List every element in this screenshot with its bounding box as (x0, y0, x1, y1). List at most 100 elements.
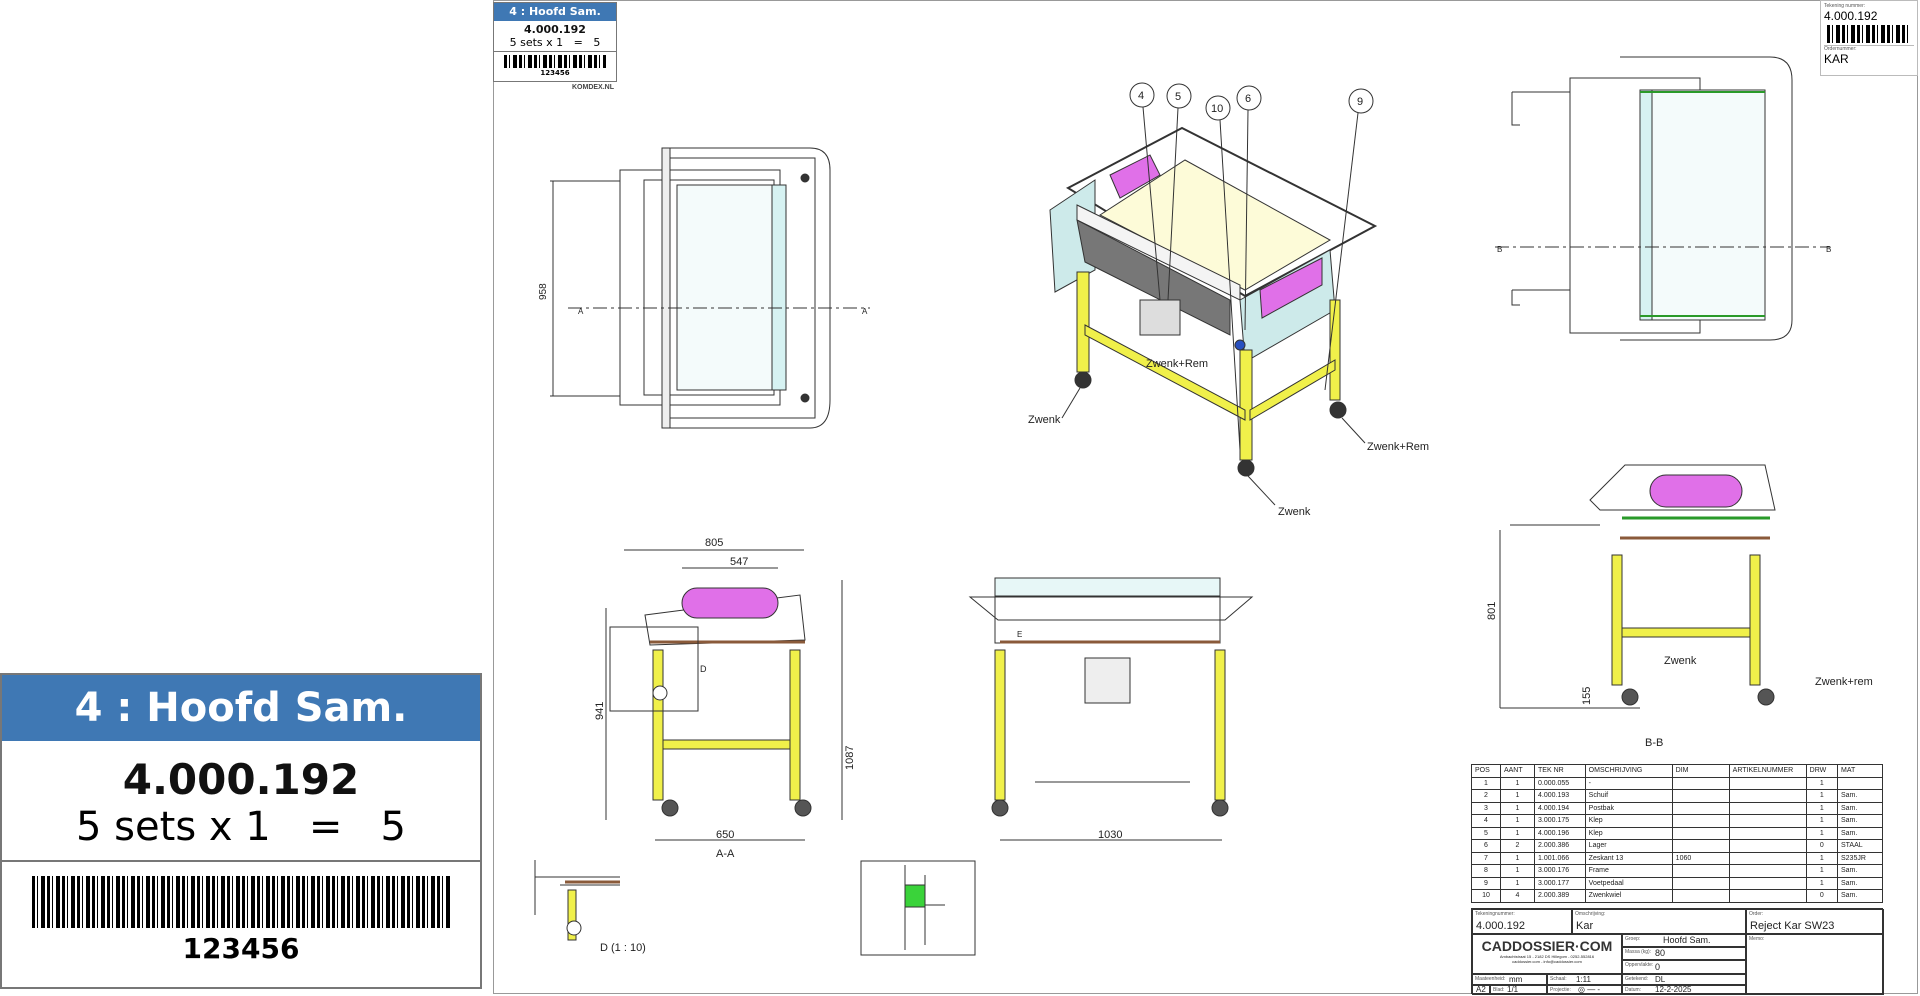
cell-dim (1671, 814, 1730, 828)
cell-artikelnummer (1728, 876, 1807, 890)
cell-omschrijving: Zeskant 13 (1584, 851, 1673, 865)
tb-group: Groep:Hoofd Sam. (1622, 934, 1746, 947)
cell-mat (1837, 776, 1883, 790)
cell-tek-nr: 1.001.066 (1534, 851, 1586, 865)
cell-aant: 1 (1499, 776, 1536, 790)
cell-dim (1671, 801, 1730, 815)
tb-drawing-number: Tekeningnummer:4.000.192 (1472, 909, 1572, 934)
cell-mat: Sam. (1837, 814, 1883, 828)
cell-artikelnummer (1728, 839, 1807, 853)
section-mark-a-right: A (862, 307, 868, 316)
cell-pos: 10 (1471, 889, 1501, 903)
cell-omschrijving: Schuif (1584, 789, 1673, 803)
cell-dim: 1060 (1671, 851, 1730, 865)
callout-zwenk-rem-2: Zwenk+Rem (1367, 441, 1429, 453)
cell-pos: 9 (1471, 876, 1501, 890)
brand-mark: KOMDEX.NL (572, 84, 614, 91)
dim-650: 650 (716, 829, 734, 841)
detail-mark-e: E (1017, 630, 1022, 639)
cell-dim (1671, 876, 1730, 890)
tb-order: Order:Reject Kar SW23 (1746, 909, 1884, 934)
cell-artikelnummer (1728, 864, 1807, 878)
barcode (504, 55, 606, 68)
cell-omschrijving: Klep (1584, 826, 1673, 840)
cell-artikelnummer (1728, 826, 1807, 840)
cell-artikelnummer (1728, 851, 1807, 865)
cell-mat: Sam. (1837, 826, 1883, 840)
label-header: 4 : Hoofd Sam. (494, 3, 616, 21)
tb-area: Oppervlakte:0 (1622, 960, 1746, 974)
label-number: 4.000.192 (524, 23, 586, 36)
callout-zwenk-rem-1: Zwenk+Rem (1146, 358, 1208, 370)
top-view-left: 958 A A (538, 147, 870, 429)
cell-mat: Sam. (1837, 801, 1883, 815)
dim-958: 958 (538, 283, 549, 300)
cell-pos: 6 (1471, 839, 1501, 853)
tb-unit: Maateenheid:mm (1472, 974, 1547, 985)
cell-tek-nr: 3.000.175 (1534, 814, 1586, 828)
label-header: 4 : Hoofd Sam. (2, 675, 480, 741)
cell-dim (1671, 776, 1730, 790)
tb-description: Omschrijving:Kar (1572, 909, 1746, 934)
col-artikelnummer: ARTIKELNUMMER (1728, 764, 1807, 778)
cell-pos: 7 (1471, 851, 1501, 865)
balloon-4: 4 (1138, 90, 1144, 102)
tb-drawn: Getekend:DL (1622, 974, 1746, 985)
col-aant: AANT (1499, 764, 1536, 778)
cell-drw: 1 (1805, 776, 1839, 790)
tb-memo: Memo: (1746, 934, 1884, 995)
corner-drawing-number: 4.000.192 (1824, 9, 1878, 23)
cell-aant: 4 (1499, 889, 1536, 903)
isometric-view: 4 5 10 6 9 Zwenk+Rem Zwenk Zwenk Zwenk+R… (1028, 82, 1429, 518)
title-block: Tekeningnummer:4.000.192 Omschrijving:Ka… (1471, 908, 1884, 995)
drawing-sheet (493, 0, 1918, 994)
cell-aant: 1 (1499, 801, 1536, 815)
cell-pos: 5 (1471, 826, 1501, 840)
cell-drw: 1 (1805, 826, 1839, 840)
cell-mat: STAAL (1837, 839, 1883, 853)
callout-zwenk-1: Zwenk (1028, 414, 1061, 426)
view-title-bb: B-B (1645, 737, 1663, 749)
cell-omschrijving: Lager (1584, 839, 1673, 853)
view-title-aa: A-A (716, 848, 735, 860)
col-mat: MAT (1837, 764, 1883, 778)
section-aa-view: 805 547 941 1087 650 A-A D (594, 537, 856, 860)
cell-omschrijving: Voetpedaal (1584, 876, 1673, 890)
tb-format: A2 (1472, 985, 1490, 995)
cell-artikelnummer (1728, 776, 1807, 790)
cell-dim (1671, 789, 1730, 803)
section-mark-b-left: B (1497, 245, 1502, 254)
cell-aant: 1 (1499, 876, 1536, 890)
cell-omschrijving: Zwenkwiel (1584, 889, 1673, 903)
cell-dim (1671, 839, 1730, 853)
tb-contact: caddossier.com - info@caddossier.com (1512, 959, 1582, 964)
balloon-10: 10 (1211, 103, 1223, 115)
cell-dim (1671, 826, 1730, 840)
top-view-right: B B (1495, 56, 1831, 341)
cell-tek-nr: 0.000.055 (1534, 776, 1586, 790)
tb-address: Ambachtstraat 15 - 2182 DS Hillegom - 02… (1499, 954, 1595, 959)
corner-order-caption: Ordernummer: (1824, 45, 1914, 52)
callout-zwenk-rem-bb: Zwenk+rem (1815, 676, 1873, 688)
section-mark-b-right: B (1826, 245, 1831, 254)
cell-mat: S235JR (1837, 851, 1883, 865)
balloon-6: 6 (1245, 93, 1251, 105)
dim-1087: 1087 (844, 746, 856, 770)
cell-mat: Sam. (1837, 876, 1883, 890)
barcode (32, 876, 450, 928)
cell-tek-nr: 3.000.177 (1534, 876, 1586, 890)
cell-drw: 1 (1805, 876, 1839, 890)
cell-tek-nr: 3.000.176 (1534, 864, 1586, 878)
cell-artikelnummer (1728, 814, 1807, 828)
cell-drw: 1 (1805, 801, 1839, 815)
cell-aant: 1 (1499, 851, 1536, 865)
